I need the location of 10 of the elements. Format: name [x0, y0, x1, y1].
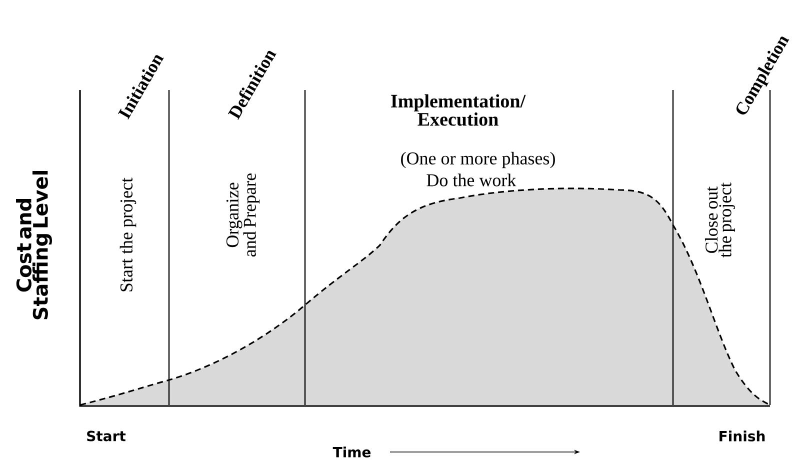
axis-endpoint-label: Finish	[720, 430, 765, 442]
phase-note: (One or more phases)	[401, 152, 555, 168]
phase-description: Do the work	[426, 174, 516, 186]
phase-description: Organize and Prepare	[226, 173, 260, 257]
phase-description: Close out the project	[705, 182, 735, 258]
phase-heading: Implementation/ Execution	[391, 94, 526, 126]
axis-title: Time	[332, 446, 371, 458]
axis-endpoint-label: Start	[87, 430, 126, 442]
phase-description: Start the project	[120, 178, 136, 292]
axis-title: Cost and Staffing Level	[16, 171, 52, 320]
